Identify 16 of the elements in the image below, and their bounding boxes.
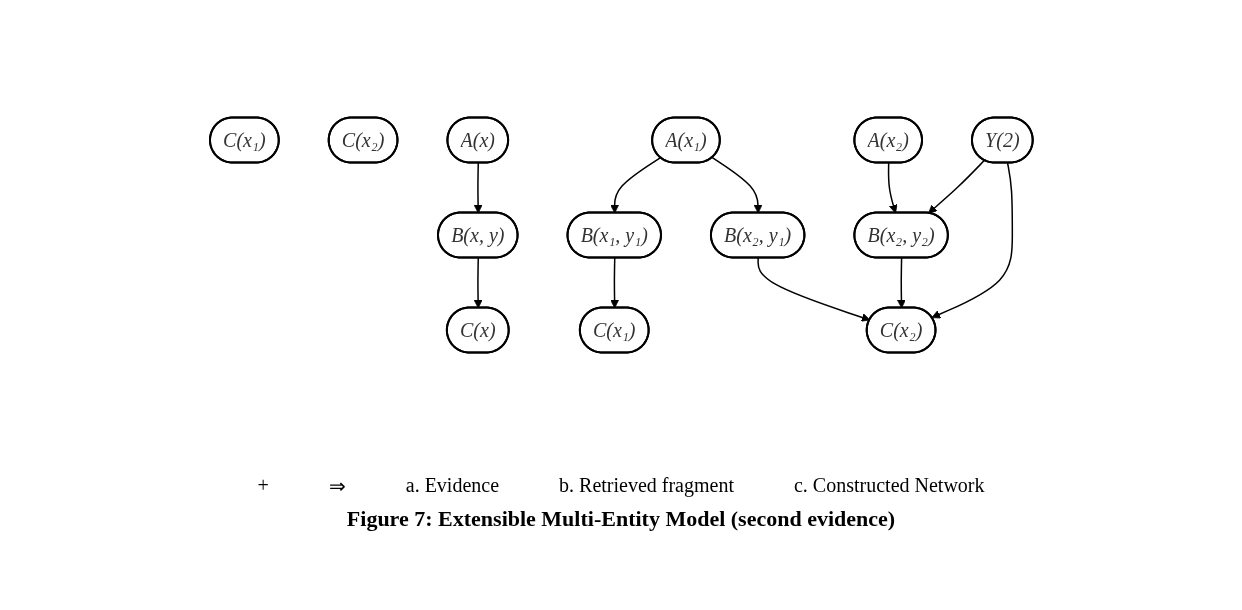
- panel-label: b. Retrieved fragment: [559, 474, 734, 498]
- arrow: [609, 156, 661, 214]
- panel-label: a. Evidence: [405, 474, 500, 498]
- panel-label: c. Constructed Network: [794, 474, 985, 498]
- arrow: [757, 257, 870, 322]
- arrow: [927, 159, 985, 214]
- panel-label: +: [257, 474, 269, 498]
- arrow: [473, 162, 483, 214]
- panel-label: ⇒: [328, 474, 346, 498]
- arrow: [473, 257, 483, 309]
- arrow: [711, 156, 763, 214]
- figure-caption: Figure 7: Extensible Multi-Entity Model (second evidence): [346, 506, 896, 532]
- arrow: [896, 257, 906, 309]
- arrow: [887, 162, 898, 214]
- arrow: [609, 257, 619, 309]
- arrow: [931, 162, 1013, 319]
